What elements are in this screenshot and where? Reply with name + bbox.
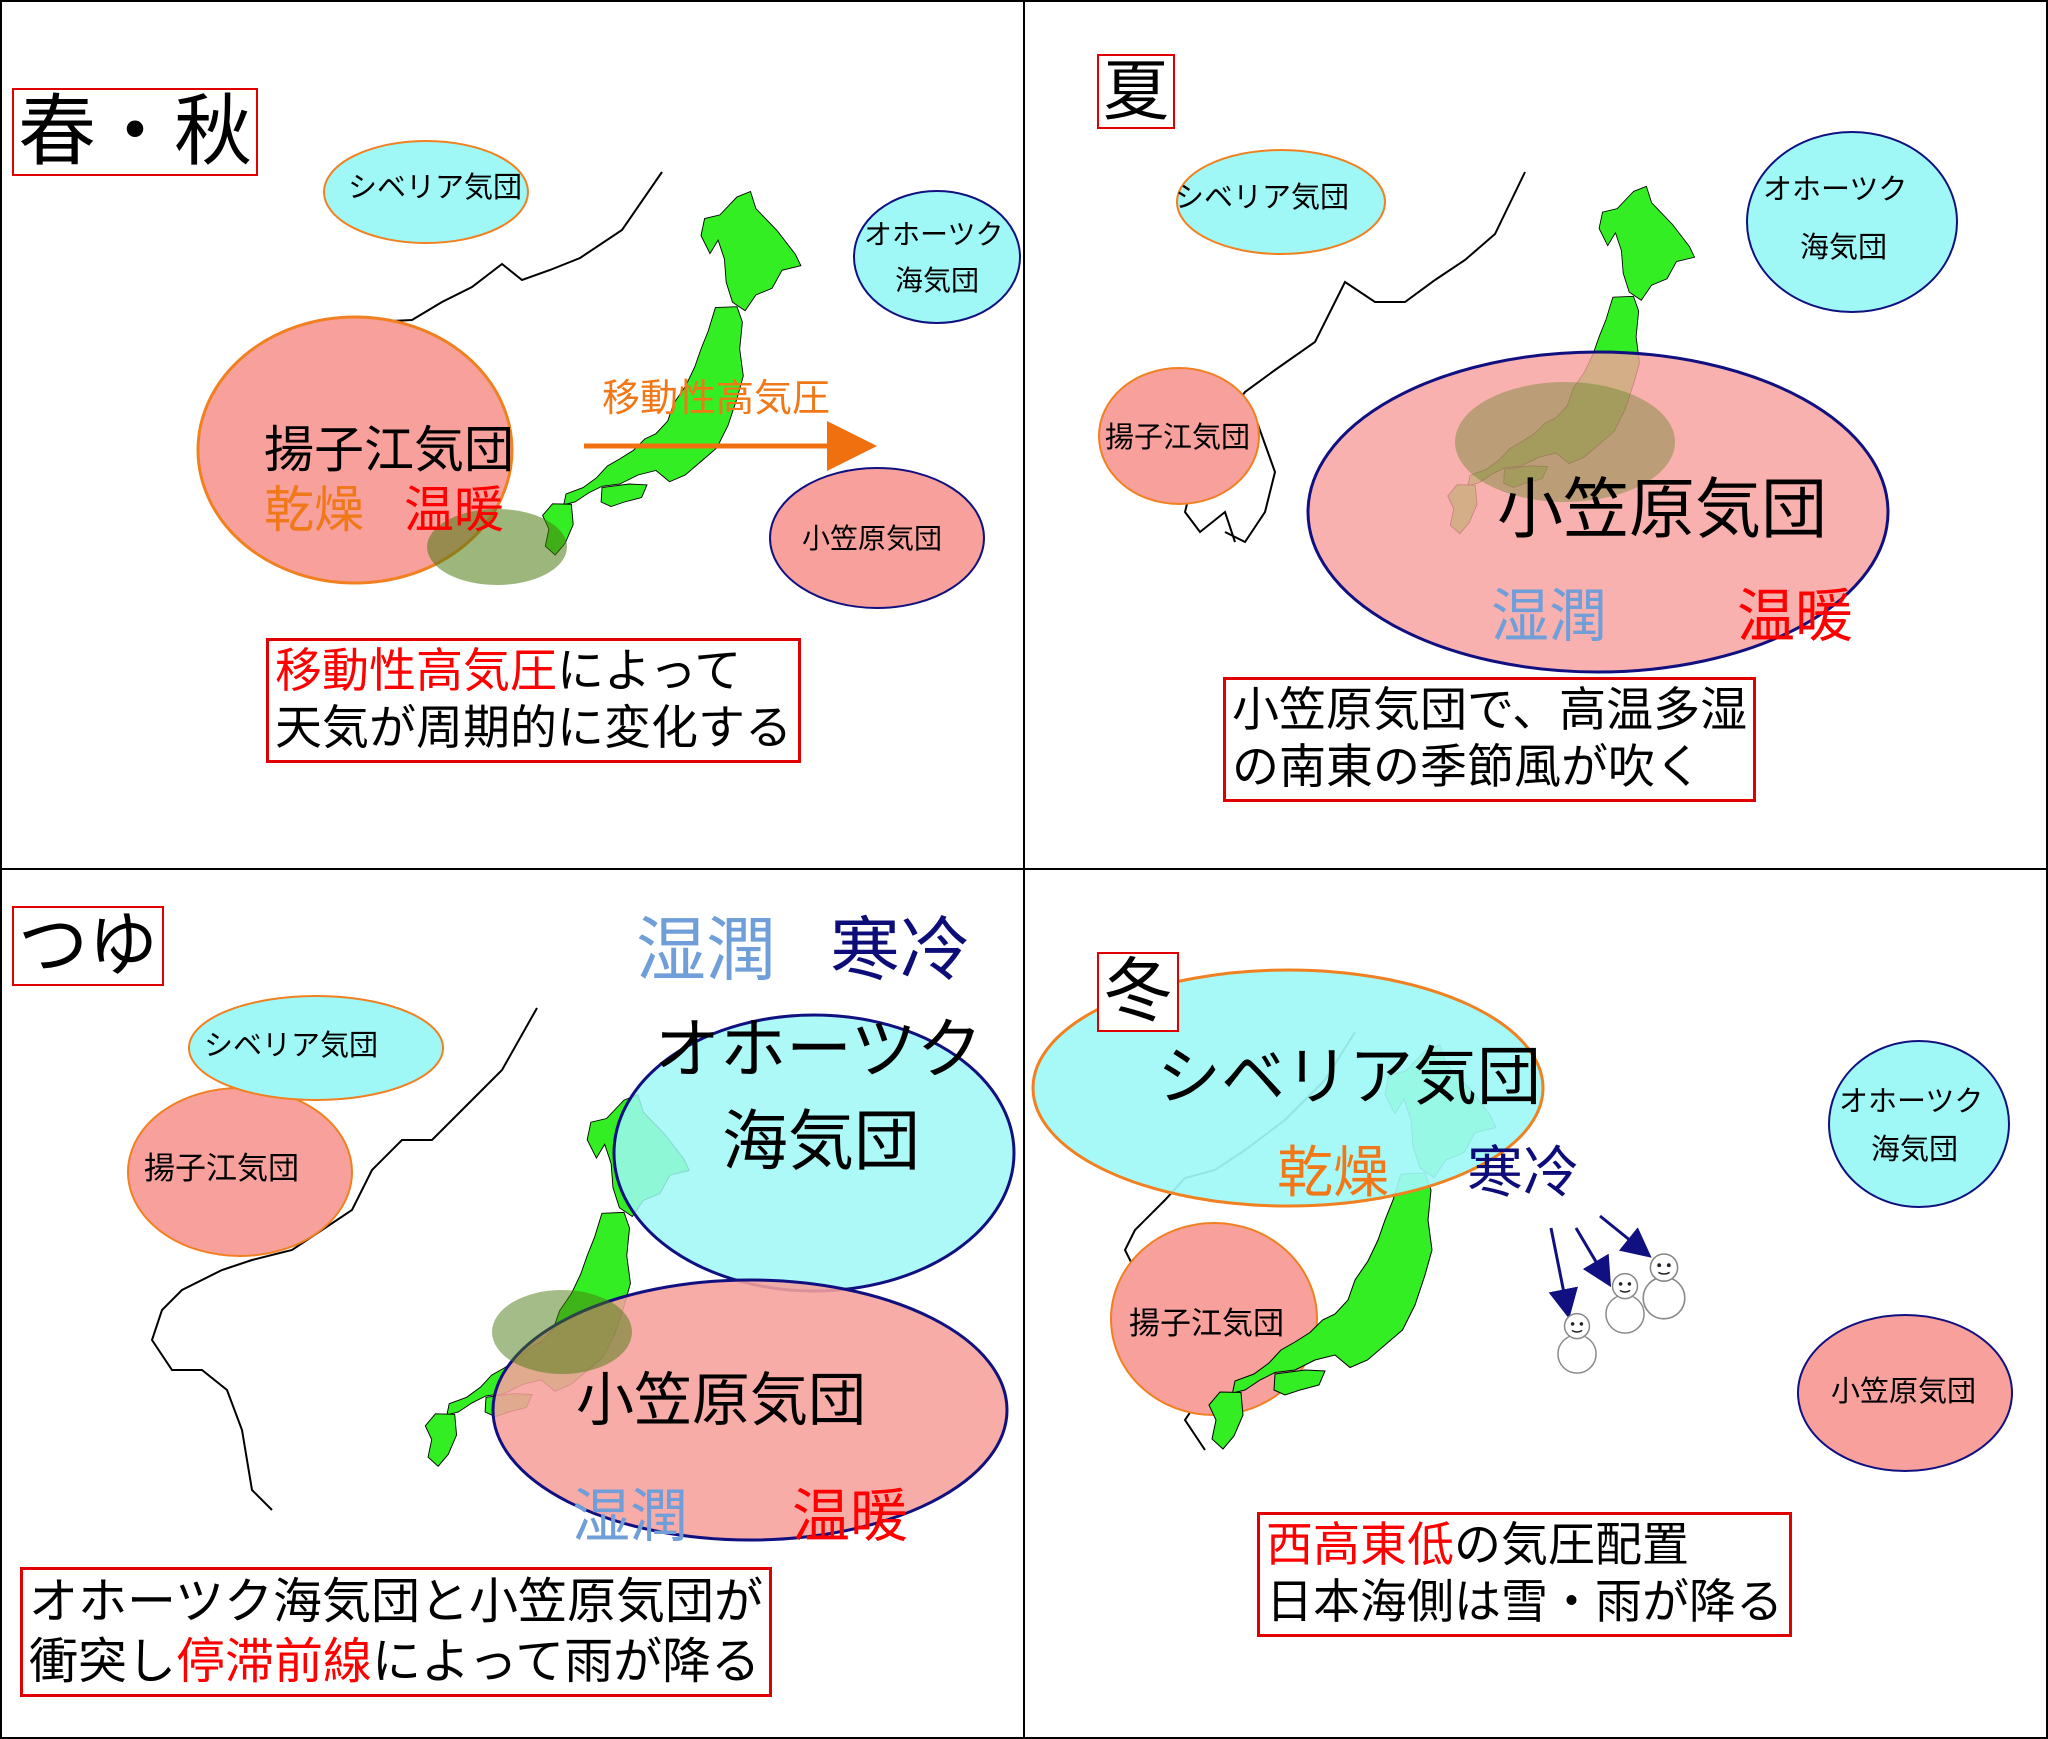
explanation-note: 西高東低の気圧配置 日本海側は雪・雨が降る <box>1257 1512 1792 1637</box>
okhotsk-label-line2: 海気団 <box>1871 1132 1959 1166</box>
yangtze-label: 揚子江気団 <box>144 1151 299 1187</box>
panel-winter: 冬 シベリア気団 乾燥 寒冷 オホーツク 海気団 揚子江気団 小笠原気団 西高東… <box>1023 868 2048 1739</box>
panel-summer: 夏 シベリア気団 オホーツク 海気団 揚子江気団 小笠原気団 湿潤 温暖 小笠原… <box>1023 0 2048 870</box>
snowman-icon <box>1605 1272 1645 1334</box>
yangtze-label: 揚子江気団 <box>1129 1306 1284 1342</box>
wind-arrow-3 <box>1599 1214 1652 1258</box>
ogasawara-label: 小笠原気団 <box>576 1366 867 1434</box>
spring-map <box>196 140 1021 609</box>
warm-label: 温暖 <box>792 1482 909 1550</box>
siberia-air-mass <box>188 995 444 1101</box>
japan-islands <box>542 191 802 556</box>
note-text-2: の南東の季節風が吹く <box>1232 740 1702 796</box>
okhotsk-air-mass <box>853 190 1021 324</box>
yangtze-label: 揚子江気団 <box>264 421 514 479</box>
ogasawara-label: 小笠原気団 <box>1497 471 1827 548</box>
okhotsk-air-mass <box>1828 1040 2010 1208</box>
okhotsk-label-line1: オホーツク <box>1839 1084 1984 1118</box>
snowman-icon <box>1642 1253 1686 1320</box>
explanation-note: オホーツク海気団と小笠原気団が 衝突し停滞前線によって雨が降る <box>20 1567 773 1697</box>
rainy-map <box>127 995 1016 1542</box>
siberia-label: シベリア気団 <box>204 1028 379 1062</box>
okhotsk-label-line2: 海気団 <box>1800 230 1888 264</box>
continent-coastline <box>1183 171 1526 543</box>
note-highlight: 西高東低 <box>1266 1518 1454 1573</box>
warm-label: 温暖 <box>404 481 504 539</box>
explanation-note: 移動性高気圧によって 天気が周期的に変化する <box>266 638 801 763</box>
ogasawara-label: 小笠原気団 <box>802 522 943 555</box>
okhotsk-label-line1: オホーツク <box>654 1011 983 1088</box>
siberia-air-mass <box>323 140 529 244</box>
overlap-shade <box>492 1290 632 1374</box>
humid-label-top: 湿潤 <box>636 909 776 991</box>
siberia-air-mass <box>1176 149 1386 255</box>
panel-spring-autumn: 春・秋 シベリア気団 オホーツク 海気団 揚子江気団 乾燥 温暖 移動性高気圧 … <box>0 0 1025 870</box>
yangtze-air-mass <box>196 315 514 585</box>
okhotsk-label-line1: オホーツク <box>864 218 1004 251</box>
note-text-1: の気圧配置 <box>1454 1518 1689 1573</box>
note-text-1: 小笠原気団で、高温多湿 <box>1232 683 1748 738</box>
migratory-high-label: 移動性高気圧 <box>602 376 831 420</box>
humid-label: 湿潤 <box>1491 582 1608 650</box>
ogasawara-label: 小笠原気団 <box>1831 1374 1977 1408</box>
note-text-1: によって <box>557 644 742 699</box>
siberia-label: シベリア気団 <box>1157 1041 1541 1115</box>
wind-arrow-1 <box>1548 1227 1579 1319</box>
ogasawara-air-mass <box>769 467 985 609</box>
panel-rainy-season: つゆ 湿潤 寒冷 シベリア気団 オホーツク 海気団 揚子江気団 小笠原気団 湿潤… <box>0 868 1025 1739</box>
season-title: 夏 <box>1097 54 1175 130</box>
siberia-label: シベリア気団 <box>348 170 523 204</box>
summer-map <box>1098 131 1958 674</box>
okhotsk-label-line2: 海気団 <box>895 264 980 297</box>
warm-label: 温暖 <box>1737 582 1854 650</box>
dry-label: 乾燥 <box>264 481 364 539</box>
season-title: 春・秋 <box>12 88 259 177</box>
wind-arrow-2 <box>1574 1227 1612 1288</box>
note-text-2: 天気が周期的に変化する <box>275 701 792 757</box>
note-text-3: によって雨が降る <box>372 1632 761 1690</box>
note-text-2: 衝突し <box>29 1632 177 1690</box>
okhotsk-air-mass <box>1746 131 1958 313</box>
season-title: 冬 <box>1097 952 1179 1032</box>
overlap-shade <box>427 509 567 585</box>
season-title: つゆ <box>12 906 164 986</box>
okhotsk-label-line1: オホーツク <box>1763 172 1908 206</box>
ogasawara-air-mass <box>1306 350 1890 674</box>
explanation-note: 小笠原気団で、高温多湿 の南東の季節風が吹く <box>1223 677 1757 802</box>
note-highlight: 停滞前線 <box>176 1632 373 1690</box>
cold-label: 寒冷 <box>1467 1141 1579 1206</box>
siberia-label: シベリア気団 <box>1175 180 1350 214</box>
okhotsk-label-line2: 海気団 <box>722 1103 920 1180</box>
ogasawara-air-mass <box>1797 1314 2013 1472</box>
humid-label: 湿潤 <box>572 1482 689 1550</box>
dry-label: 乾燥 <box>1277 1141 1389 1206</box>
snowman-icon <box>1557 1312 1597 1374</box>
note-text-1: オホーツク海気団と小笠原気団が <box>29 1573 764 1630</box>
yangtze-label: 揚子江気団 <box>1105 420 1251 454</box>
continent-coastline <box>150 1007 538 1511</box>
cold-label-top: 寒冷 <box>830 909 970 991</box>
overlap-shade <box>1455 382 1675 502</box>
note-text-2: 日本海側は雪・雨が降る <box>1266 1575 1783 1631</box>
yangtze-air-mass <box>1098 367 1260 505</box>
note-highlight: 移動性高気圧 <box>275 644 557 699</box>
